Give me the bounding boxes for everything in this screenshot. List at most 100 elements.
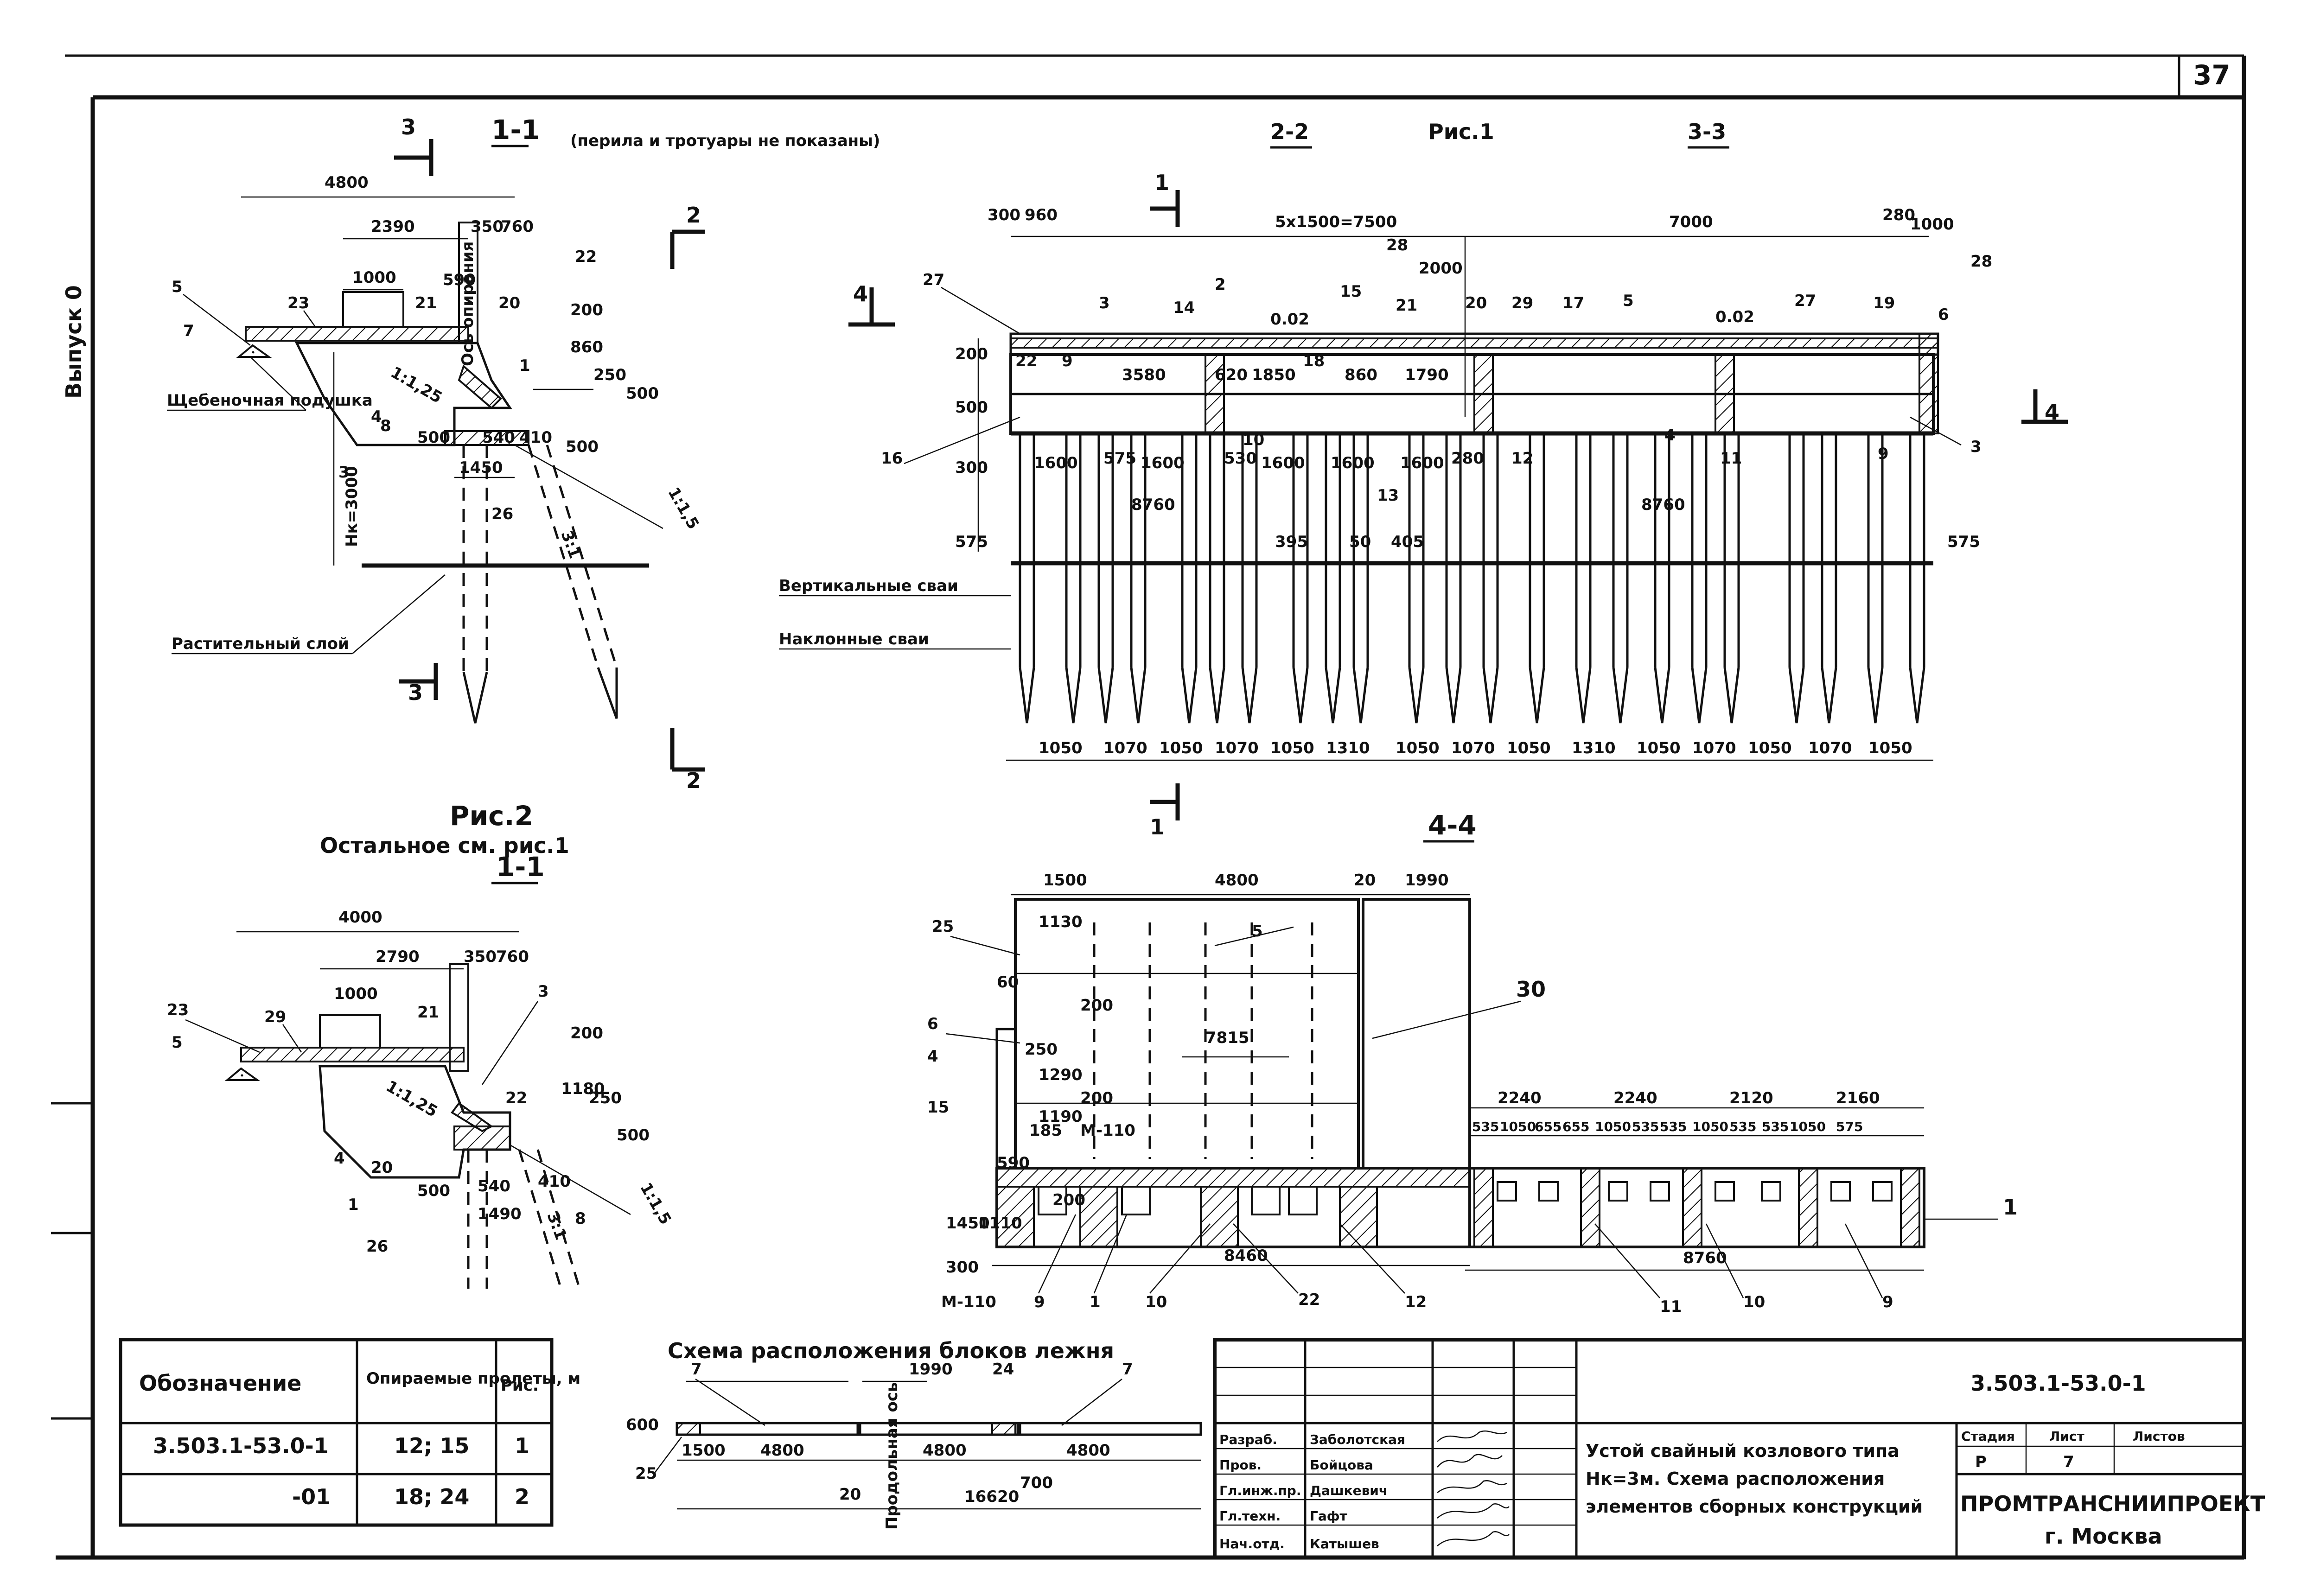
svg-text:6: 6 — [927, 1015, 938, 1033]
svg-text:5: 5 — [172, 1033, 183, 1052]
svg-text:1050: 1050 — [1692, 1119, 1728, 1134]
section-2-2-title: 2-2 — [1270, 119, 1309, 144]
svg-text:4000: 4000 — [338, 908, 382, 927]
svg-text:860: 860 — [570, 338, 603, 356]
svg-text:1: 1 — [1090, 1293, 1101, 1311]
svg-text:1600: 1600 — [1400, 454, 1444, 472]
svg-text:5: 5 — [1252, 922, 1263, 941]
svg-text:1: 1 — [2003, 1195, 2018, 1220]
fig2-section: 1-1 — [496, 851, 545, 883]
svg-text:3: 3 — [538, 982, 549, 1001]
vertical-piles-label: Вертикальные сваи — [779, 577, 958, 595]
svg-text:2240: 2240 — [1613, 1089, 1657, 1107]
svg-text:60: 60 — [997, 973, 1019, 992]
legend-header-1: Обозначение — [139, 1371, 301, 1396]
svg-text:20: 20 — [839, 1485, 861, 1504]
svg-text:1850: 1850 — [1252, 366, 1296, 384]
svg-text:27: 27 — [923, 271, 944, 289]
svg-text:1050: 1050 — [1748, 739, 1792, 757]
svg-text:30: 30 — [1516, 977, 1546, 1002]
legend-cell: 1 — [515, 1433, 529, 1458]
svg-text:26: 26 — [366, 1237, 388, 1256]
svg-text:21: 21 — [415, 294, 437, 312]
svg-text:22: 22 — [1015, 352, 1037, 370]
svg-text:3580: 3580 — [1122, 366, 1166, 384]
svg-text:655: 655 — [1562, 1119, 1589, 1134]
doc-title: Устой свайный козлового типа Нк=3м. Схем… — [1586, 1441, 1923, 1517]
page-number: 37 — [2193, 59, 2231, 91]
fig2-note: Остальное см. рис.1 — [320, 833, 569, 858]
section-1-1-note: (перила и тротуары не показаны) — [570, 132, 880, 150]
svg-text:3: 3 — [1970, 438, 1982, 456]
ground-label: Щебеночная подушка — [167, 391, 373, 410]
svg-text:500: 500 — [417, 428, 450, 447]
svg-text:575: 575 — [955, 533, 988, 551]
svg-text:250: 250 — [589, 1089, 622, 1107]
name-label: Гафт — [1310, 1508, 1348, 1524]
svg-text:1500: 1500 — [682, 1441, 726, 1460]
axis-label: Ось опирания — [459, 242, 477, 367]
role-label: Разраб. — [1219, 1432, 1277, 1447]
sheet-value: 7 — [2063, 1453, 2074, 1471]
svg-text:185: 185 — [1029, 1121, 1062, 1140]
svg-text:575: 575 — [1836, 1119, 1863, 1134]
svg-text:405: 405 — [1391, 533, 1424, 551]
svg-text:1500: 1500 — [1043, 871, 1087, 890]
svg-text:500: 500 — [955, 398, 988, 417]
svg-text:15: 15 — [1340, 282, 1362, 301]
svg-text:4: 4 — [853, 281, 868, 306]
svg-text:4: 4 — [334, 1149, 345, 1168]
svg-text:200: 200 — [955, 345, 988, 363]
svg-text:29: 29 — [1511, 294, 1533, 312]
svg-text:8460: 8460 — [1224, 1246, 1268, 1265]
sheets-header: Листов — [2133, 1429, 2185, 1444]
svg-text:1: 1 — [348, 1195, 359, 1214]
svg-text:250: 250 — [1025, 1040, 1058, 1059]
svg-text:0.02: 0.02 — [1715, 308, 1754, 326]
svg-text:280: 280 — [1451, 449, 1484, 468]
svg-text:2240: 2240 — [1498, 1089, 1542, 1107]
svg-text:М-110: М-110 — [941, 1293, 996, 1311]
svg-text:9: 9 — [1034, 1293, 1045, 1311]
svg-text:21: 21 — [1396, 296, 1417, 315]
svg-text:960: 960 — [1025, 206, 1058, 224]
svg-text:8: 8 — [575, 1209, 586, 1228]
sheet-frame — [51, 54, 2246, 1560]
svg-text:2000: 2000 — [1419, 259, 1463, 278]
svg-text:250: 250 — [593, 366, 626, 384]
svg-text:395: 395 — [1275, 533, 1308, 551]
legend-cell: 18; 24 — [394, 1484, 469, 1509]
span-total-dim: 5х1500=7500 — [1275, 213, 1397, 231]
section-3-3-title: 3-3 — [1688, 119, 1726, 144]
svg-text:1050: 1050 — [1868, 739, 1912, 757]
svg-text:1000: 1000 — [1910, 215, 1954, 234]
svg-text:1990: 1990 — [909, 1360, 953, 1379]
svg-text:3: 3 — [1099, 294, 1110, 312]
soil-label: Растительный слой — [172, 635, 349, 653]
svg-text:1790: 1790 — [1405, 366, 1449, 384]
svg-text:760: 760 — [501, 217, 534, 236]
svg-text:9: 9 — [1062, 352, 1073, 370]
legend-cell: 12; 15 — [394, 1433, 469, 1458]
svg-text:1070: 1070 — [1451, 739, 1495, 757]
name-label: Дашкевич — [1310, 1483, 1388, 1498]
svg-text:350: 350 — [464, 947, 497, 966]
svg-text:5: 5 — [172, 278, 183, 296]
svg-text:200: 200 — [1080, 996, 1113, 1015]
fig1-title: Рис.1 — [1428, 119, 1494, 144]
svg-text:1600: 1600 — [1034, 454, 1078, 472]
svg-text:4800: 4800 — [325, 173, 369, 192]
legend-table: Обозначение Опираемые пролеты, м Рис. 3.… — [119, 1338, 580, 1527]
svg-text:540: 540 — [482, 428, 515, 447]
svg-text:13: 13 — [1377, 486, 1399, 505]
svg-text:1: 1 — [519, 356, 530, 375]
svg-text:1070: 1070 — [1808, 739, 1852, 757]
inclined-piles-label: Наклонные сваи — [779, 630, 929, 649]
svg-text:1:1,25: 1:1,25 — [388, 363, 446, 407]
svg-text:600: 600 — [626, 1416, 659, 1434]
svg-text:1050: 1050 — [1039, 739, 1083, 757]
stage-header: Стадия — [1961, 1429, 2015, 1444]
svg-text:2790: 2790 — [376, 947, 420, 966]
